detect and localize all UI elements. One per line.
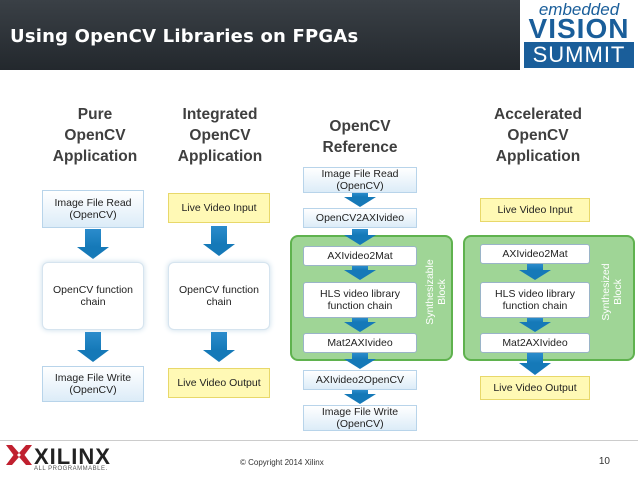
flow-arrow [203,332,235,362]
live-video-input-box: Live Video Input [168,193,270,223]
hls-video-library-box: HLS video library function chain [480,282,590,318]
opencv-function-chain-box: OpenCV function chain [168,262,270,330]
flow-arrow [344,318,376,332]
axivideo2opencv-box: AXIvideo2OpenCV [303,370,417,390]
slide-title: Using OpenCV Libraries on FPGAs [10,26,359,47]
column-title-accelerated: Accelerated OpenCV Application [494,106,582,165]
xilinx-logo-icon [6,445,32,465]
flow-arrow [519,353,551,375]
copyright-text: © Copyright 2014 Xilinx [240,458,324,467]
flow-arrow [344,266,376,280]
event-logo: embedded VISION SUMMIT [520,0,638,70]
company-name: XILINX [34,444,111,469]
image-file-read-box: Image File Read (OpenCV) [303,167,417,193]
footer-divider [0,440,638,441]
logo-line-embedded: embedded [538,0,620,19]
column-title-integrated: Integrated OpenCV Application [177,106,263,165]
flow-arrow [203,226,235,256]
synthesized-block-label: Synthesized Block [600,263,624,321]
image-file-write-box: Image File Write (OpenCV) [42,366,144,402]
logo-line-vision: VISION [528,13,630,44]
column-title-pure: Pure OpenCV Application [52,106,138,165]
live-video-input-box: Live Video Input [480,198,590,222]
opencv-function-chain-box: OpenCV function chain [42,262,144,330]
flow-arrow [77,229,109,259]
page-number: 10 [598,456,610,467]
column-title-reference: OpenCV Reference [322,118,398,156]
flow-arrow [344,229,376,245]
flow-arrow [344,353,376,369]
mat2axivideo-box: Mat2AXIvideo [303,333,417,353]
synthesizable-block-label: Synthesizable Block [424,259,448,325]
hls-video-library-box: HLS video library function chain [303,282,417,318]
live-video-output-box: Live Video Output [480,376,590,400]
image-file-write-box: Image File Write (OpenCV) [303,405,417,431]
mat2axivideo-box: Mat2AXIvideo [480,333,590,353]
company-tagline: ALL PROGRAMMABLE. [34,466,108,472]
image-file-read-box: Image File Read (OpenCV) [42,190,144,228]
flow-arrow [344,193,376,207]
flow-arrow [77,332,109,362]
flow-arrow [344,390,376,404]
flow-arrow [519,318,551,332]
axivideo2mat-box: AXIvideo2Mat [303,246,417,266]
logo-line-summit: SUMMIT [524,42,634,68]
flow-arrow [519,264,551,280]
axivideo2mat-box: AXIvideo2Mat [480,244,590,264]
opencv2axivideo-box: OpenCV2AXIvideo [303,208,417,228]
live-video-output-box: Live Video Output [168,368,270,398]
